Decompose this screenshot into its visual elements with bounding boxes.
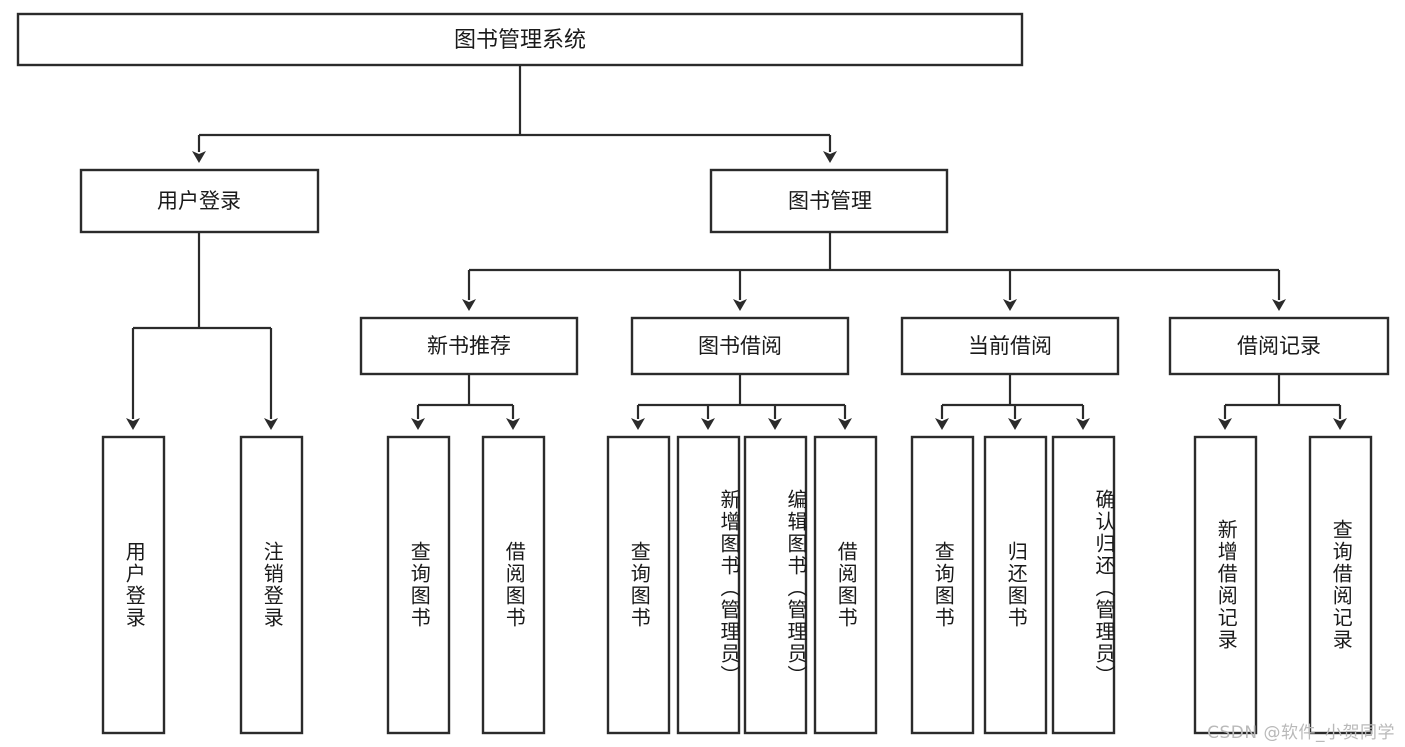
node-book-manage[interactable]: 图书管理 [709,168,949,234]
node-new-book-rec-box[interactable] [359,316,579,376]
node-leaf-query-book-current-box[interactable] [910,435,975,735]
node-current-borrow[interactable]: 当前借阅 [900,316,1120,376]
node-root-label: 图书管理系统 [454,28,586,53]
node-user-login-label: 用户登录 [157,189,241,213]
watermark-text: CSDN @软件_小贺同学 [1207,723,1395,743]
node-leaf-confirm-return-box[interactable] [1051,435,1116,735]
node-user-login[interactable]: 用户登录 [79,168,320,234]
node-current-borrow-label: 当前借阅 [968,334,1052,358]
node-book-manage-box[interactable] [709,168,949,234]
node-leaf-user-logout-box[interactable] [239,435,304,735]
node-root-box[interactable] [16,12,1024,67]
node-leaf-query-book-rec-box[interactable] [386,435,451,735]
node-book-borrow-label: 图书借阅 [698,334,782,358]
node-borrow-record-box[interactable] [1168,316,1390,376]
connectors-group [126,65,1347,430]
node-leaf-borrow-book-box[interactable] [813,435,878,735]
node-current-borrow-box[interactable] [900,316,1120,376]
node-borrow-record[interactable]: 借阅记录 [1168,316,1390,376]
node-book-manage-label: 图书管理 [788,189,872,213]
node-book-borrow-box[interactable] [630,316,850,376]
node-book-borrow[interactable]: 图书借阅 [630,316,850,376]
node-leaf-add-book-box[interactable] [676,435,741,735]
node-leaf-query-book-borrow-box[interactable] [606,435,671,735]
node-root[interactable]: 图书管理系统 [16,12,1024,67]
node-leaf-borrow-book-rec-box[interactable] [481,435,546,735]
node-leaf-edit-book-box[interactable] [743,435,808,735]
node-new-book-rec[interactable]: 新书推荐 [359,316,579,376]
node-leaf-return-book-box[interactable] [983,435,1048,735]
node-new-book-rec-label: 新书推荐 [427,334,511,358]
node-leaf-query-record-box[interactable] [1308,435,1373,735]
leaf-boxes-group [101,435,1373,735]
node-leaf-user-login-box[interactable] [101,435,166,735]
node-borrow-record-label: 借阅记录 [1237,334,1321,358]
node-leaf-add-record-box[interactable] [1193,435,1258,735]
node-user-login-box[interactable] [79,168,320,234]
